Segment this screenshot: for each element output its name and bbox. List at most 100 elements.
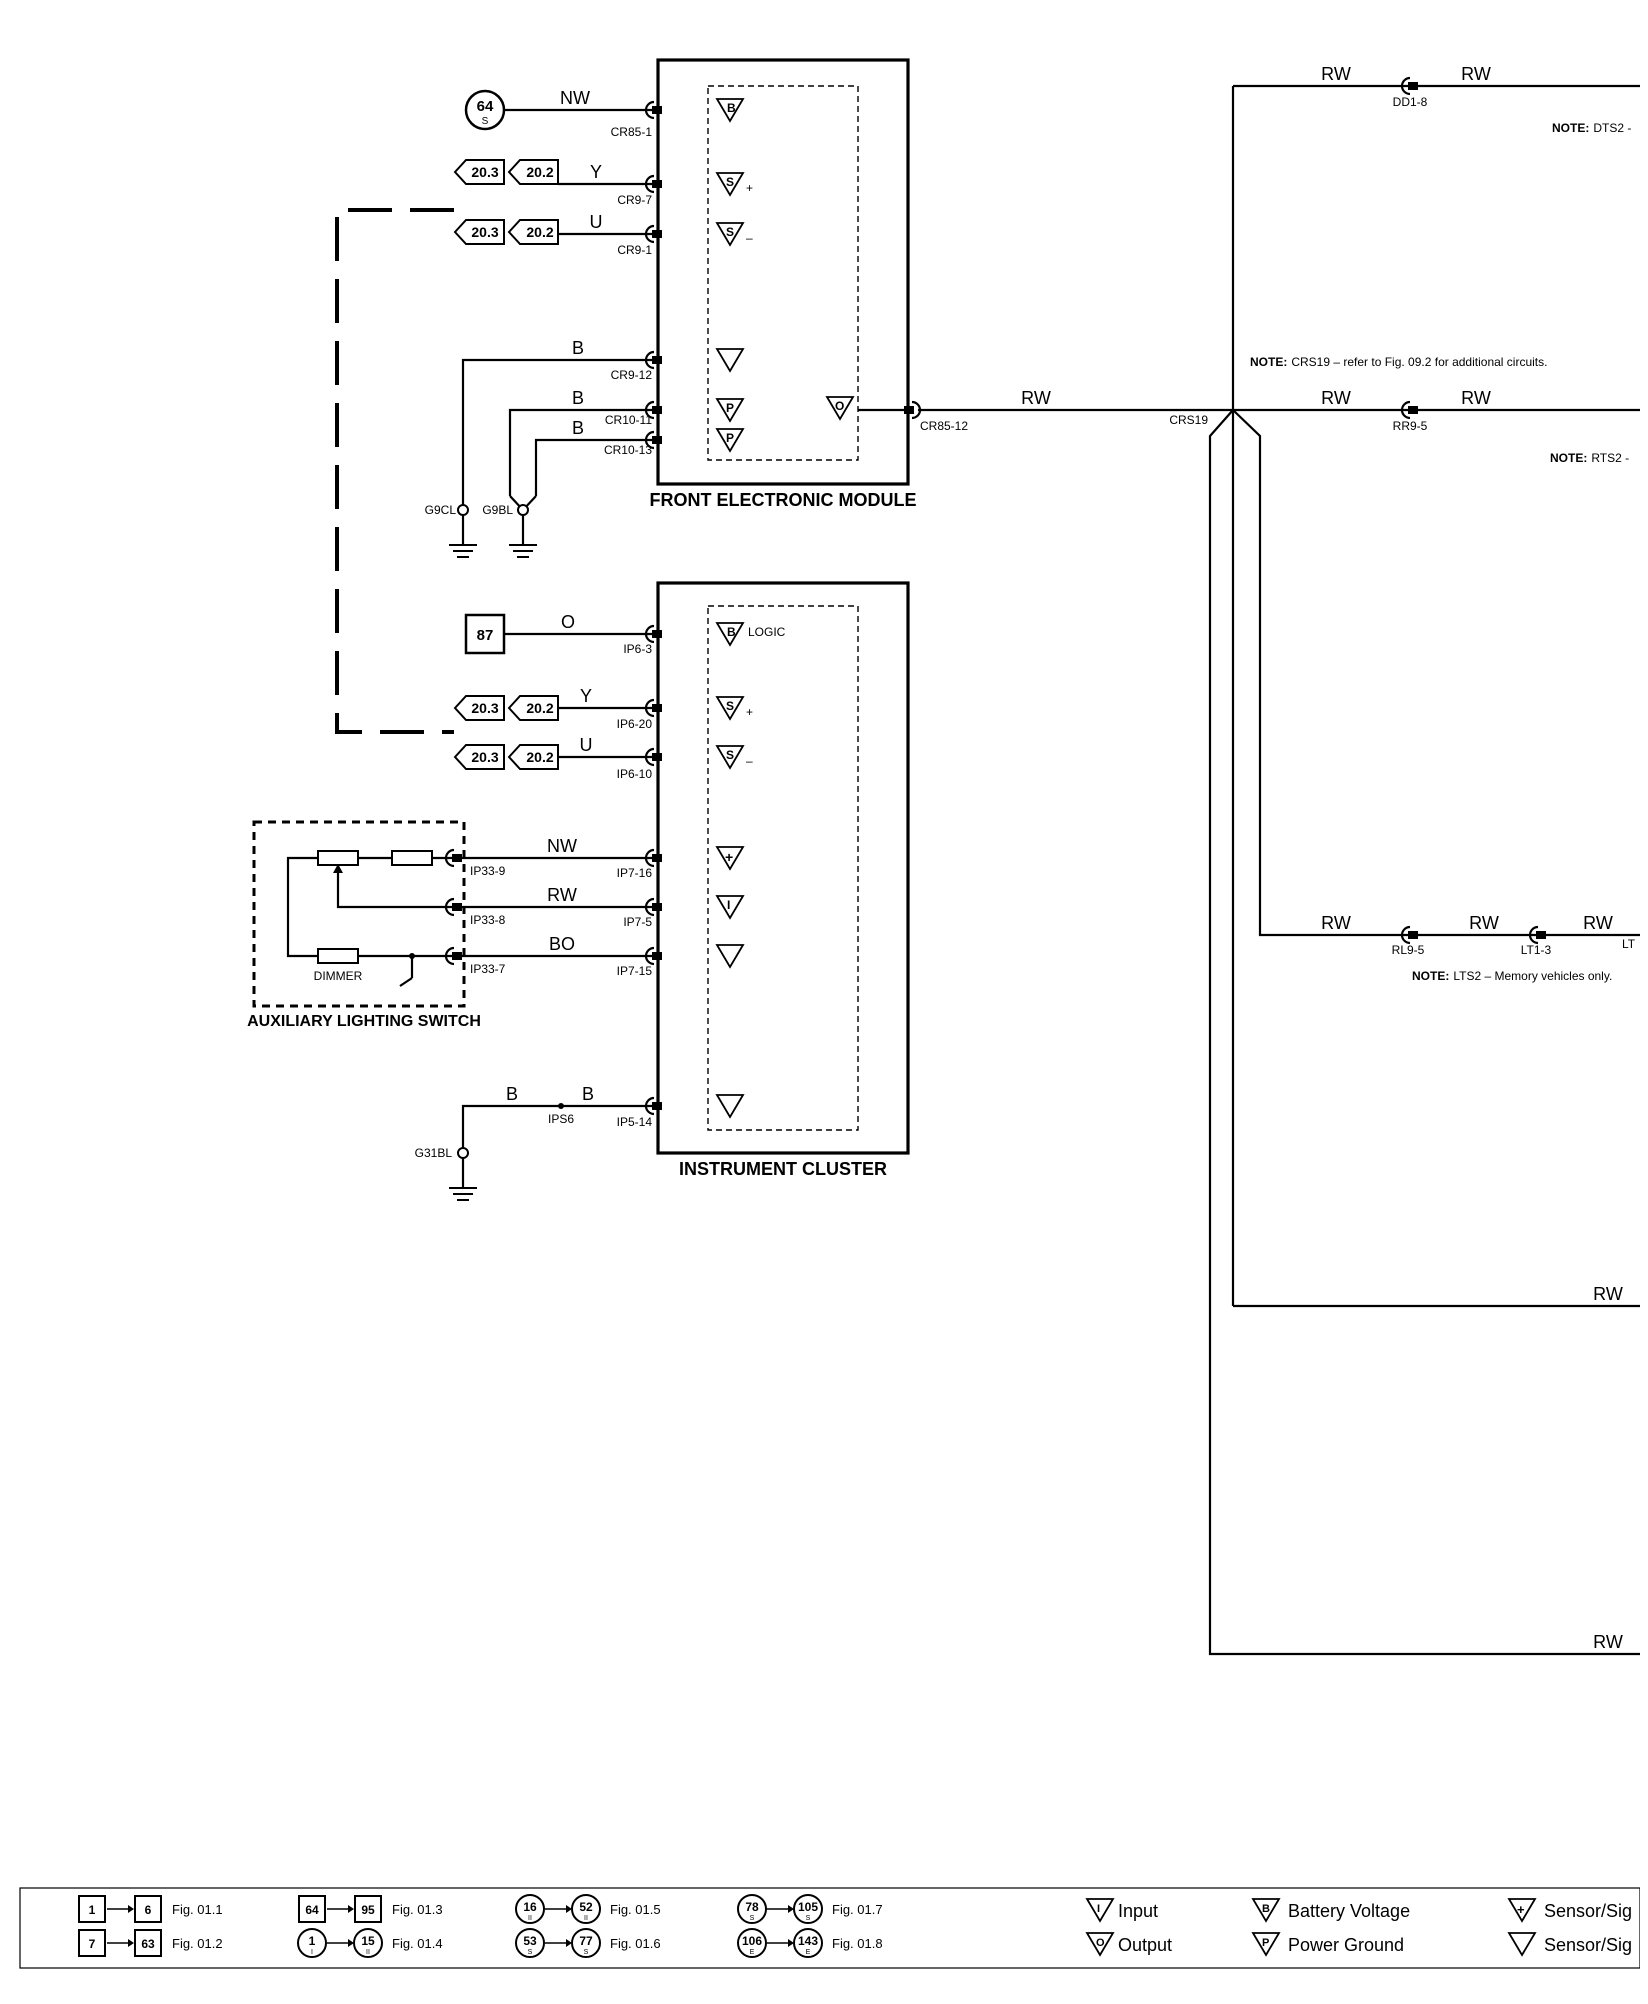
dimmer-label: DIMMER — [314, 969, 363, 983]
legend-battery-voltage: Battery Voltage — [1288, 1901, 1410, 1921]
svg-text:20.2: 20.2 — [526, 700, 553, 716]
svg-text:I: I — [1097, 1903, 1100, 1915]
splice-ips6: IPS6 — [548, 1112, 574, 1126]
pin-ip7-16: IP7-16 — [617, 866, 653, 880]
link-dashed — [335, 208, 454, 734]
sym-plus-1: + — [746, 181, 753, 195]
svg-text:20.3: 20.3 — [471, 749, 498, 765]
legend-key-number: 1 — [89, 1903, 96, 1917]
legend-key-number: 106 — [742, 1934, 762, 1948]
legend-input: Input — [1118, 1901, 1158, 1921]
legend-key-number: 52 — [579, 1900, 593, 1914]
sym-s-1: S — [726, 175, 734, 189]
legend-key-number: 15 — [361, 1934, 375, 1948]
legend-power-ground: Power Ground — [1288, 1935, 1404, 1955]
pin-cr85-12: CR85-12 — [920, 419, 968, 433]
ground-g9bl: G9BL — [482, 503, 513, 517]
ref-87: 87 — [477, 627, 494, 644]
svg-text:20.3: 20.3 — [471, 164, 498, 180]
wire-color-u-1: U — [590, 212, 603, 232]
legend-key-number: 64 — [305, 1903, 319, 1917]
instrument-cluster-box — [656, 581, 910, 1155]
legend-key-fig: Fig. 01.5 — [610, 1902, 661, 1917]
front-electronic-module-label: FRONT ELECTRONIC MODULE — [650, 490, 917, 510]
wire-color-rw-rr-2: RW — [1461, 388, 1491, 408]
pin-ip5-14: IP5-14 — [617, 1115, 653, 1129]
pin-rl9-5: RL9-5 — [1392, 943, 1425, 957]
wire-color-y-2: Y — [580, 686, 592, 706]
legend-key-fig: Fig. 01.8 — [832, 1936, 883, 1951]
ref-64-number: 64 — [477, 98, 494, 115]
note-crs19: NOTE:CRS19 – refer to Fig. 09.2 for addi… — [1250, 355, 1547, 369]
sym-p-1: P — [726, 401, 734, 415]
front-electronic-module-box — [656, 58, 910, 486]
legend-key-sub: II — [366, 1949, 370, 1956]
wire-color-rw-ic: RW — [547, 885, 577, 905]
sym-b-1: B — [727, 101, 736, 115]
svg-text:20.2: 20.2 — [526, 164, 553, 180]
note-dts2: NOTE:DTS2 - — [1552, 121, 1631, 135]
legend-key-sub: II — [528, 1915, 532, 1922]
wire-color-rw-rl-2: RW — [1469, 913, 1499, 933]
legend-key-number: 77 — [579, 1934, 593, 1948]
sym-minus-1: – — [746, 231, 753, 245]
legend-key-fig: Fig. 01.6 — [610, 1936, 661, 1951]
legend-key-sub: II — [584, 1915, 588, 1922]
wire-color-bo: BO — [549, 934, 575, 954]
wire-color-b-5: B — [582, 1084, 594, 1104]
svg-text:20.2: 20.2 — [526, 224, 553, 240]
svg-text:20.3: 20.3 — [471, 700, 498, 716]
sym-s-4: S — [726, 748, 734, 762]
pin-lt-cut: LT — [1622, 937, 1636, 951]
legend-sensor-sig-minus: Sensor/Sig — [1544, 1935, 1632, 1955]
offpage-refs-u-ic: 20.3 20.2 — [453, 744, 559, 770]
legend-key-number: 6 — [145, 1903, 152, 1917]
legend-key-number: 143 — [798, 1934, 818, 1948]
pin-cr85-1: CR85-1 — [611, 125, 653, 139]
sym-plus-3: + — [725, 849, 733, 865]
legend-key-number: 105 — [798, 1900, 818, 1914]
auxiliary-lighting-switch-label: AUXILIARY LIGHTING SWITCH — [247, 1013, 481, 1030]
svg-text:20.3: 20.3 — [471, 224, 498, 240]
pin-ip7-5: IP7-5 — [623, 915, 652, 929]
pin-ip6-20: IP6-20 — [617, 717, 653, 731]
sym-s-3: S — [726, 699, 734, 713]
legend-key-sub: E — [750, 1949, 755, 1956]
wire-color-y-1: Y — [590, 162, 602, 182]
instrument-cluster-label: INSTRUMENT CLUSTER — [679, 1159, 887, 1179]
wire-color-rw-top-1: RW — [1321, 64, 1351, 84]
wire-color-nw-2: NW — [547, 836, 577, 856]
legend-output: Output — [1118, 1935, 1172, 1955]
wire-color-rw-rl-3: RW — [1583, 913, 1613, 933]
pin-cr10-13: CR10-13 — [604, 443, 652, 457]
legend-key-fig: Fig. 01.7 — [832, 1902, 883, 1917]
svg-text:B: B — [1262, 1903, 1270, 1915]
wire-color-o: O — [561, 612, 575, 632]
sym-p-2: P — [726, 431, 734, 445]
sym-i-1: I — [727, 898, 730, 912]
legend-key-number: 53 — [523, 1934, 537, 1948]
legend-key-number: 78 — [745, 1900, 759, 1914]
legend-key-number: 16 — [523, 1900, 537, 1914]
legend-key-sub: S — [584, 1949, 589, 1956]
wire-color-rw-1306: RW — [1593, 1284, 1623, 1304]
note-lts2: NOTE:LTS2 – Memory vehicles only. — [1412, 969, 1612, 983]
sym-o-1: O — [835, 399, 844, 413]
ground-g31bl: G31BL — [415, 1146, 453, 1160]
auxiliary-lighting-switch-box — [252, 820, 466, 1008]
legend-key-fig: Fig. 01.3 — [392, 1902, 443, 1917]
legend-key-number: 95 — [361, 1903, 375, 1917]
wire-color-rw-1654: RW — [1593, 1632, 1623, 1652]
page-right-edge — [1640, 0, 1648, 2004]
wire-color-u-2: U — [580, 735, 593, 755]
wire-color-b-2: B — [572, 388, 584, 408]
svg-text:P: P — [1262, 1937, 1269, 1949]
legend-key-number: 1 — [309, 1934, 316, 1948]
sym-plus-2: + — [746, 705, 753, 719]
